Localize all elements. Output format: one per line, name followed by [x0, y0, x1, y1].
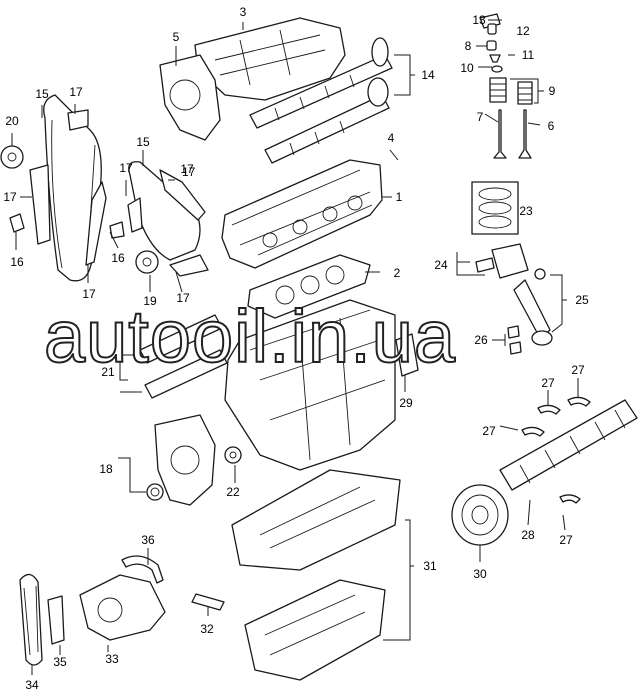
sprockets [0, 145, 242, 464]
callout-label: 27 [559, 533, 573, 547]
callout-label: 33 [105, 652, 119, 666]
callout-label: 28 [521, 528, 535, 542]
callout-label: 23 [519, 204, 533, 218]
callout-label: 32 [200, 622, 214, 636]
callout-label: 7 [477, 110, 484, 124]
callout-label: 34 [25, 678, 39, 692]
callout-label: 15 [35, 87, 49, 101]
callout-label: 5 [173, 30, 180, 44]
callout-label: 4 [388, 131, 395, 145]
callout-label: 24 [434, 258, 448, 272]
callout-label: 17 [82, 287, 96, 301]
callout-label: 26 [474, 333, 488, 347]
callout-label: 36 [141, 533, 155, 547]
callout-label: 31 [423, 559, 437, 573]
oil-pan [231, 469, 401, 681]
camshafts [249, 37, 393, 164]
callout-label: 17 [182, 165, 196, 179]
callout-label: 29 [399, 396, 413, 410]
callout-labels: 3 5 14 13 12 8 11 10 9 7 6 4 1 2 23 24 2… [3, 5, 589, 692]
callout-label: 30 [473, 567, 487, 581]
callout-label: 21 [101, 365, 115, 379]
callout-label: 27 [482, 424, 496, 438]
callout-label: 8 [465, 39, 472, 53]
head-gasket [247, 254, 371, 319]
callout-label: 18 [99, 462, 113, 476]
callout-label: 35 [53, 655, 67, 669]
callout-label: 17 [119, 161, 133, 175]
callout-label: 11 [522, 48, 535, 62]
crankshaft [499, 396, 638, 504]
callout-label: 2 [394, 266, 401, 280]
callout-label: 17 [176, 291, 190, 305]
callout-label: 3 [240, 5, 247, 19]
oil-pump-drive [395, 333, 419, 377]
callout-label: 16 [111, 251, 125, 265]
callout-label: 14 [421, 68, 435, 82]
lower-timing-cover [146, 414, 216, 506]
callout-label: 9 [549, 84, 556, 98]
piston-assembly [471, 181, 553, 355]
cylinder-head [221, 159, 383, 269]
callout-label: 25 [575, 293, 589, 307]
callout-label: 16 [10, 255, 24, 269]
callout-label: 27 [541, 376, 555, 390]
callout-label: 10 [460, 61, 474, 75]
oil-pump-assembly [19, 555, 225, 666]
callout-label: 19 [143, 294, 157, 308]
crank-pulley [451, 484, 509, 546]
callout-label: 13 [472, 13, 486, 27]
callout-label: 17 [69, 85, 83, 99]
callout-label: 17 [3, 190, 17, 204]
engine-block [224, 299, 396, 471]
balance-shafts [139, 314, 228, 399]
timing-cover-upper [159, 54, 221, 141]
leader-lines [11, 19, 579, 675]
watermark: autooil.in.ua [43, 295, 457, 378]
callout-label: 15 [136, 135, 150, 149]
callout-label: 17 [180, 162, 194, 176]
callout-label: 27 [571, 363, 585, 377]
callout-label: 22 [226, 485, 240, 499]
callout-label: 12 [516, 24, 530, 38]
valve-train-parts [479, 13, 533, 159]
callout-label: 20 [5, 114, 19, 128]
timing-chains [29, 94, 209, 282]
callout-label: 1 [396, 190, 403, 204]
callout-label: 6 [548, 119, 555, 133]
